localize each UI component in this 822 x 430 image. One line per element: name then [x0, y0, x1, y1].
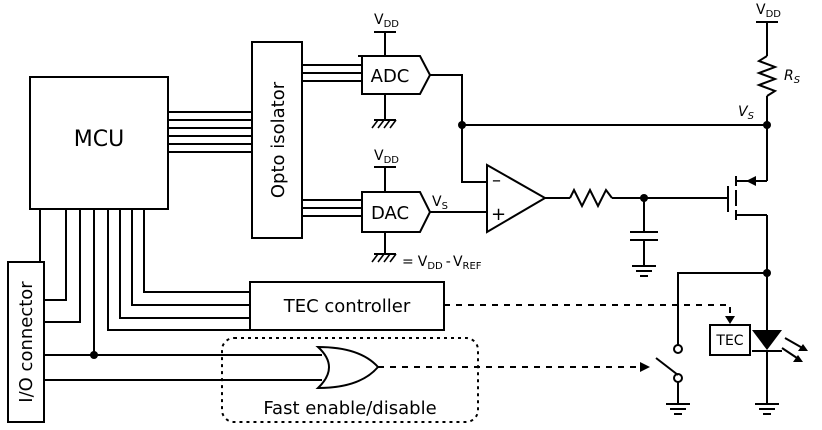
resistor-icon [569, 187, 613, 209]
opamp-plus-sign: + [491, 204, 506, 225]
io-connector-label: I/O connector [16, 281, 37, 403]
opamp [486, 163, 547, 234]
adc-block [358, 55, 432, 95]
opamp-minus-sign: – [492, 170, 501, 191]
opto-dac-bus [302, 199, 362, 217]
diode-ground-icon [755, 403, 779, 415]
switch-contact-icon [673, 373, 683, 383]
switch-wire [677, 272, 767, 345]
switch-blade-icon [655, 357, 679, 376]
arrowhead-icon [725, 316, 735, 324]
rs-label: RS [784, 68, 801, 86]
mcu-bottom-bus [39, 209, 250, 355]
vs-node-label: VS [738, 104, 755, 122]
tec-label: TEC [715, 333, 743, 349]
vref-equation-label: =VDD-VREF [402, 254, 482, 272]
tec-controller-label: TEC controller [283, 296, 411, 317]
opto-isolator-block [251, 41, 303, 239]
fast-enable-label: Fast enable/disable [263, 398, 436, 419]
opto-isolator-label: Opto isolator [268, 81, 289, 198]
cap-ground-icon [632, 265, 656, 277]
fast-enable-group [221, 337, 479, 423]
opto-adc-bus [302, 64, 362, 82]
laser-diode-icon [752, 330, 808, 362]
junction-dot [458, 121, 466, 129]
switch-contact-icon [673, 344, 683, 354]
mcu-label: MCU [74, 127, 124, 152]
adc-ground-icon [371, 119, 397, 129]
io-connector-block [7, 261, 45, 423]
adc-vdd-label: VDD [374, 12, 399, 30]
dac-ground-icon [371, 253, 397, 263]
dac-vdd-label: VDD [374, 148, 399, 166]
tec-controller-block [249, 281, 445, 331]
dac-block [361, 191, 432, 233]
switch-ground-icon [666, 403, 690, 415]
dac-vs-label: VS [432, 194, 448, 212]
adc-label: ADC [371, 66, 410, 87]
vdd-rail-label: VDD [756, 2, 781, 20]
tec-control-dashed-link [444, 304, 731, 318]
dac-label: DAC [371, 203, 409, 224]
adc-feedback-wire [430, 74, 487, 183]
mosfet-icon [727, 175, 768, 220]
arrowhead-icon [640, 362, 650, 372]
tec-block [709, 324, 751, 356]
rs-resistor-icon [756, 55, 778, 97]
or-gate-icon [315, 345, 380, 390]
mcu-block [29, 76, 169, 210]
junction-dot [90, 351, 98, 359]
mcu-opto-bus [168, 111, 252, 153]
